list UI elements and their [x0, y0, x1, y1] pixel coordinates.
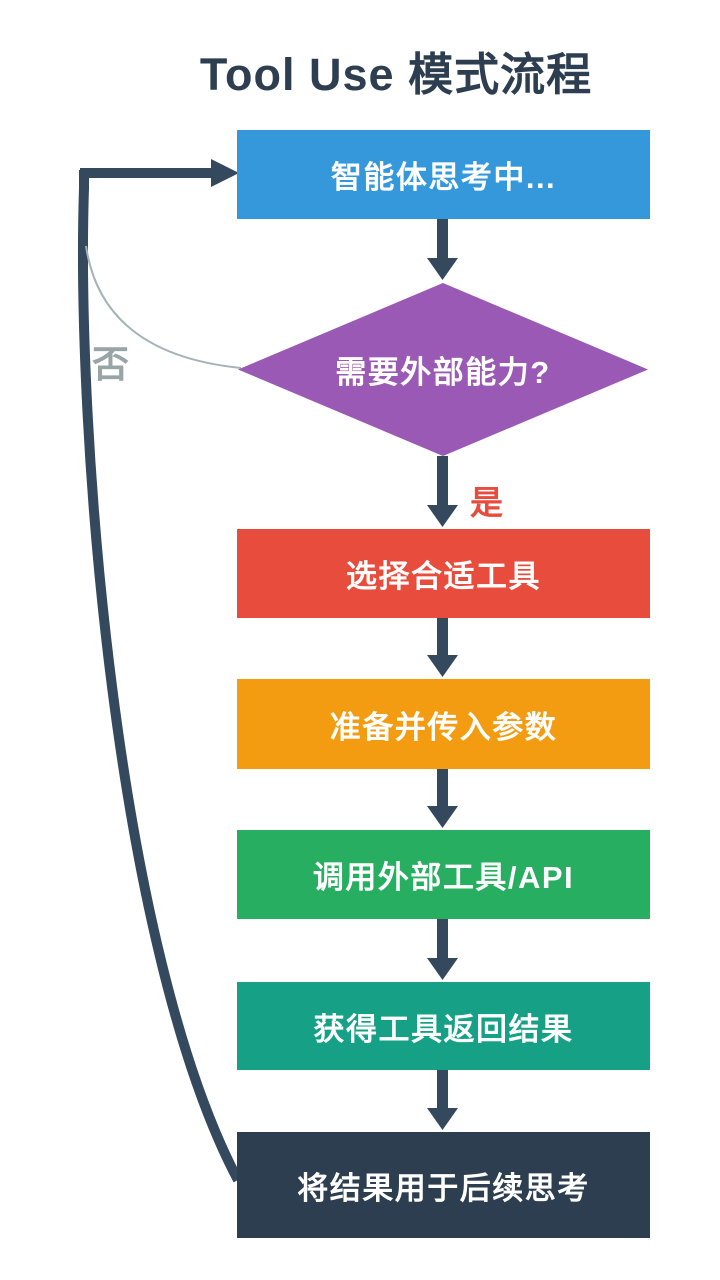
- node-label: 获得工具返回结果: [313, 1011, 574, 1047]
- arrow-head-icon: [427, 806, 458, 828]
- node-agent-thinking: 智能体思考中...: [237, 130, 650, 219]
- node-prepare-params: 准备并传入参数: [237, 679, 650, 769]
- node-select-tool: 选择合适工具: [237, 529, 650, 618]
- arrow-shaft: [437, 219, 448, 258]
- node-label: 准备并传入参数: [329, 709, 558, 745]
- node-get-tool-result: 获得工具返回结果: [237, 982, 650, 1070]
- arrow-head-icon: [427, 655, 458, 677]
- arrow-head-icon: [427, 1108, 458, 1130]
- node-label: 调用外部工具/API: [312, 860, 575, 895]
- page-title: Tool Use 模式流程: [199, 49, 593, 100]
- node-use-result: 将结果用于后续思考: [237, 1132, 650, 1238]
- arrow-shaft: [437, 769, 448, 806]
- loopback-arrow: [78, 159, 243, 1183]
- edge-label-yes: 是: [470, 484, 503, 521]
- arrow-shaft: [437, 456, 448, 505]
- arrow-head-icon: [427, 258, 458, 280]
- no-branch-curve: [85, 245, 242, 369]
- arrow-shaft: [437, 919, 448, 958]
- edge-label-no: 否: [92, 344, 129, 385]
- node-label: 需要外部能力?: [335, 355, 551, 390]
- arrow-shaft: [437, 1070, 448, 1108]
- loopback-curve: [78, 170, 243, 1183]
- arrow-head-icon: [211, 159, 239, 187]
- node-label: 将结果用于后续思考: [297, 1170, 590, 1206]
- down-arrows: [427, 219, 458, 1130]
- arrow-head-icon: [427, 505, 458, 527]
- arrow-head-icon: [427, 958, 458, 980]
- node-label: 智能体思考中...: [330, 160, 557, 195]
- node-call-external-tool: 调用外部工具/API: [237, 830, 650, 919]
- arrow-shaft: [437, 617, 448, 655]
- node-label: 选择合适工具: [346, 559, 541, 594]
